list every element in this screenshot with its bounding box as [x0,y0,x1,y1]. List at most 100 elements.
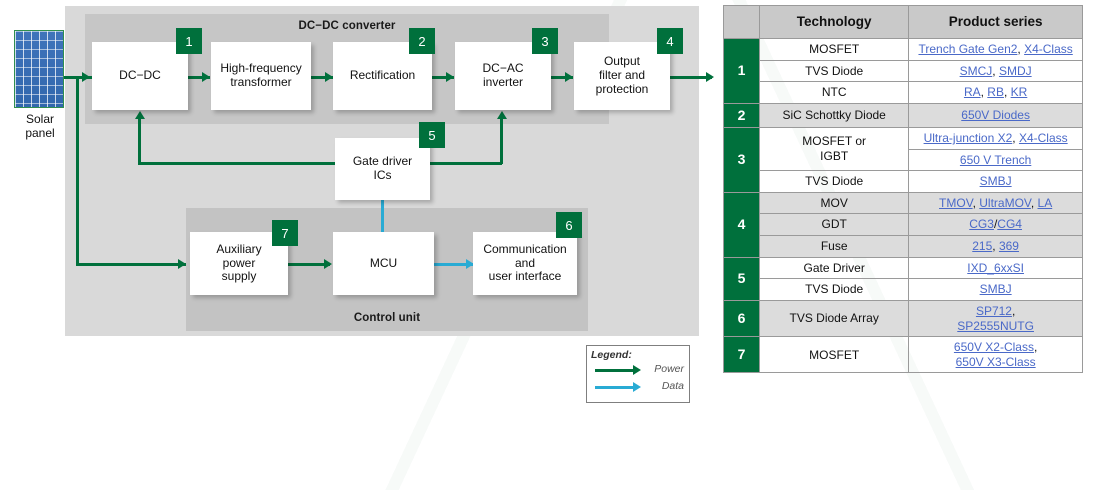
product-series-cell: IXD_6xxSI [908,256,1083,280]
legend-title: Legend: [591,349,632,361]
table-row: TVS Diode SMBJ [724,278,1083,301]
product-link[interactable]: CG3 [969,217,994,232]
badge-3: 3 [532,28,558,54]
product-link[interactable]: TMOV [939,195,973,210]
product-link[interactable]: Trench Gate Gen2 [918,42,1018,56]
product-series-cell: RA, RB, KR [908,81,1083,104]
block-mcu[interactable]: MCU [333,232,434,295]
technology-cell: MOSFET [759,336,910,374]
wire-mcu-to-communication [434,263,474,266]
wire-inverter-to-filter [551,76,573,79]
product-series-cell: SMBJ [908,170,1083,193]
wire-rectification-to-inverter [432,76,454,79]
product-separator: , [972,195,980,210]
product-separator: , [992,239,999,254]
product-link[interactable]: IXD_6xxSI [967,260,1024,275]
solar-panel-icon [14,30,64,108]
product-link[interactable]: 215 [972,239,993,254]
group-number-cell: 4 [722,191,761,258]
product-separator: , [1017,42,1025,56]
product-link[interactable]: SP712 [975,303,1012,318]
product-series-cell: Trench Gate Gen2, X4-Class [908,38,1083,61]
technology-cell: TVS Diode [759,278,910,301]
product-separator: / [993,217,998,232]
technology-cell: Fuse [759,235,910,258]
block-dc-dc[interactable]: DC−DC [92,42,188,110]
group-number-cell: 3 [722,126,761,193]
table-row: Fuse 215, 369 [724,235,1083,258]
technology-cell: GDT [759,213,910,237]
product-link[interactable]: Ultra-junction X2 [923,130,1013,145]
badge-7: 7 [272,220,298,246]
product-link[interactable]: UltraMOV [979,195,1031,210]
product-link[interactable]: LA [1037,195,1053,210]
product-link[interactable]: X4-Class [1018,130,1068,145]
technology-cell: SiC Schottky Diode [759,102,910,128]
product-series-cell: 650 V Trench [908,148,1083,172]
product-series-cell: 650V Diodes [908,102,1083,128]
header-technology: Technology [759,5,910,39]
arrow-gatedriver-to-inverter [497,111,507,119]
product-separator: , [992,63,999,78]
wire-gatedriver-to-inverter [430,162,502,165]
product-link[interactable]: KR [1010,85,1028,100]
product-link[interactable]: SMCJ [959,63,993,78]
arrow-gatedriver-to-dcdc [135,111,145,119]
product-link[interactable]: SMBJ [979,174,1012,189]
product-series-cell: SMCJ, SMDJ [908,59,1083,83]
block-dc-dc-label: DC−DC [119,68,161,83]
product-link[interactable]: 650V Diodes [961,108,1030,123]
product-link[interactable]: SMDJ [998,63,1032,78]
wire-filter-to-output [670,76,712,79]
group-number-cell: 2 [722,102,761,128]
product-link[interactable]: SMBJ [979,282,1012,297]
product-link[interactable]: 650 V Trench [959,152,1032,167]
wire-dcdc-to-transformer [188,76,210,79]
block-mcu-label: MCU [369,255,398,270]
group-number-cell: 6 [722,299,761,338]
product-separator: , [980,85,988,100]
legend-power-line [595,369,637,372]
product-link[interactable]: 650V X3-Class [955,354,1036,369]
header-product-series: Product series [908,5,1083,39]
wire-gatedriver-to-dcdc [138,162,336,165]
product-link[interactable]: CG4 [997,217,1022,232]
product-series-cell: CG3/CG4 [908,213,1083,237]
product-link[interactable]: RB [987,85,1004,100]
wire-transformer-to-rectification [311,76,333,79]
product-separator: , [1033,340,1038,355]
product-link[interactable]: 650V X2-Class [953,340,1034,355]
product-separator: , [1030,195,1038,210]
arrow-rectification-to-inverter [446,72,454,82]
product-link[interactable]: 369 [998,239,1019,254]
product-link[interactable]: SP2555NUTG [957,318,1034,333]
product-link[interactable]: X4-Class [1024,42,1073,56]
product-series-cell: SMBJ [908,278,1083,301]
product-link[interactable]: RA [963,85,981,100]
technology-cell: TVS Diode [759,59,910,83]
wire-mcu-to-gatedriver [381,200,384,234]
technology-cell: Gate Driver [759,256,910,280]
technology-cell: TVS Diode Array [759,299,910,338]
legend-data-line [595,386,637,389]
